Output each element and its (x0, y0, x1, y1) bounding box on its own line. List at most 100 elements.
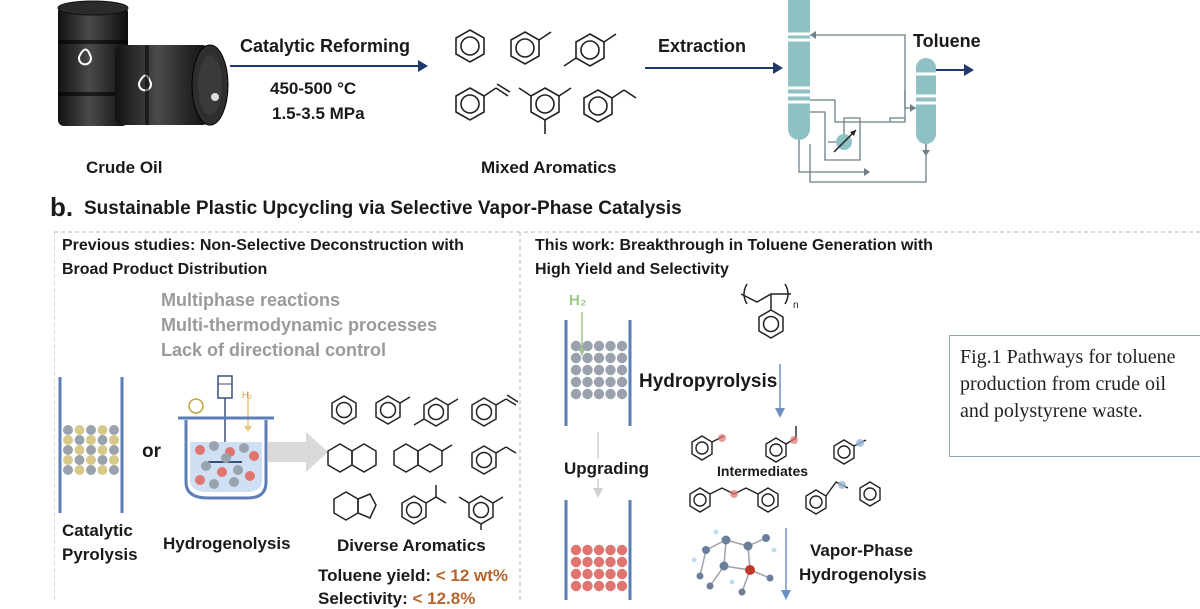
catalyst-bead (570, 580, 582, 592)
catalyst-bead (582, 556, 593, 568)
catalyst-bead (570, 388, 582, 400)
vapor-phase-label-line2: Hydrogenolysis (799, 565, 927, 584)
intermediates-structures (689, 426, 881, 515)
panel-b-letter: b. (50, 192, 74, 222)
catalyst-bead (570, 568, 582, 580)
catalyst-bead (582, 364, 593, 376)
extraction-label: Extraction (658, 36, 747, 56)
upgrading-label: Upgrading (564, 459, 649, 479)
left-heading-line2: Broad Product Distribution (62, 261, 268, 278)
catalyst-bead (570, 556, 582, 568)
reactor-bead (233, 465, 243, 475)
left-heading-line1: Previous studies: Non-Selective Deconstr… (62, 237, 464, 254)
catalyst-bead (63, 465, 73, 475)
catalyst-bead (593, 568, 605, 580)
catalyst-bead (109, 435, 119, 445)
catalyst-bead (605, 376, 616, 388)
selectivity-row: Selectivity: < 12.8% (318, 589, 475, 609)
toluene-label: Toluene (913, 31, 981, 51)
reactor-bead (239, 443, 249, 453)
catalyst-bead (593, 352, 605, 364)
catalyst-bead (616, 340, 628, 352)
toluene-yield-value: < 12 wt% (435, 566, 509, 585)
catalyst-bead (97, 445, 108, 455)
oil-barrels-icon (57, 0, 229, 126)
catalyst-bead (109, 425, 119, 435)
catalyst-cluster-icon (691, 529, 777, 596)
right-heading-line1: This work: Breakthrough in Toluene Gener… (535, 237, 933, 254)
catalyst-bead (570, 376, 582, 388)
mixed-aromatics-label: Mixed Aromatics (481, 158, 617, 177)
catalyst-bead (593, 340, 605, 352)
reactor-bead (221, 453, 231, 463)
extraction-arrow (645, 62, 783, 74)
catalyst-bead (63, 445, 73, 455)
reactor-bead (229, 477, 239, 487)
catalyst-bead (616, 544, 628, 556)
reactor-bead (195, 445, 205, 455)
catalyst-bead (97, 465, 108, 475)
hydropyrolysis-label: Hydropyrolysis (639, 371, 778, 392)
catalyst-bead (582, 568, 593, 580)
catalyst-bead (63, 425, 73, 435)
catalyst-bead (97, 455, 108, 465)
catalyst-bead (74, 455, 85, 465)
catalyst-bead (582, 340, 593, 352)
polystyrene-structure (740, 283, 791, 339)
reactor-bead (209, 479, 219, 489)
catalyst-bead (570, 340, 582, 352)
panel-b-title: Sustainable Plastic Upcycling via Select… (84, 198, 682, 219)
issue-item: Lack of directional control (161, 340, 387, 360)
polymer-subscript: n (793, 300, 799, 311)
catalyst-bead (63, 455, 73, 465)
catalyst-bead (86, 425, 96, 435)
grey-process-arrow (268, 432, 328, 472)
catalyst-bead (593, 388, 605, 400)
catalyst-bead (616, 568, 628, 580)
catalyst-bead (616, 556, 628, 568)
reactor-bead (245, 471, 255, 481)
polymer-down-arrow (775, 364, 785, 418)
reactor-bead (217, 467, 227, 477)
selectivity-value: < 12.8% (412, 589, 476, 608)
diverse-aromatics-label: Diverse Aromatics (337, 536, 486, 555)
panel-b-frame (54, 231, 1200, 600)
diverse-aromatics-structures (327, 394, 519, 530)
pyrolysis-bed-icon (58, 377, 124, 513)
catalyst-bead (616, 364, 628, 376)
catalyst-bead (593, 556, 605, 568)
mixed-aromatics-structures (455, 29, 637, 134)
figure-caption: Fig.1 Pathways for toluene production fr… (949, 335, 1200, 457)
catalyst-bead (582, 388, 593, 400)
temperature-label: 450-500 °C (270, 79, 357, 98)
catalyst-bead (605, 544, 616, 556)
crude-oil-label: Crude Oil (86, 158, 163, 177)
catalyst-bead (86, 435, 96, 445)
catalyst-bead (605, 568, 616, 580)
catalyst-bead (97, 425, 108, 435)
h2-label: H₂ (569, 292, 587, 309)
catalyst-bead (605, 340, 616, 352)
reactor-bead (195, 475, 205, 485)
catalyst-bead (109, 455, 119, 465)
or-label: or (142, 441, 161, 462)
issue-item: Multiphase reactions (161, 290, 341, 310)
catalyst-bead (74, 445, 85, 455)
hydropyrolysis-bed-icon (564, 320, 632, 426)
vapor-phase-arrow (781, 528, 791, 600)
catalyst-bead (616, 388, 628, 400)
catalyst-bead (605, 556, 616, 568)
catalyst-bead (582, 544, 593, 556)
pyrolysis-label-line1: Catalytic (62, 521, 133, 540)
catalyst-bead (593, 376, 605, 388)
selectivity-label: Selectivity: (318, 589, 413, 608)
catalyst-bead (86, 455, 96, 465)
catalyst-bead (616, 352, 628, 364)
reactor-bead (209, 441, 219, 451)
issue-item: Multi-thermodynamic processes (161, 315, 438, 335)
catalyst-bead (74, 425, 85, 435)
catalyst-bead (605, 580, 616, 592)
intermediates-label: Intermediates (717, 463, 809, 479)
catalyst-bead (74, 465, 85, 475)
catalyst-bead (86, 445, 96, 455)
